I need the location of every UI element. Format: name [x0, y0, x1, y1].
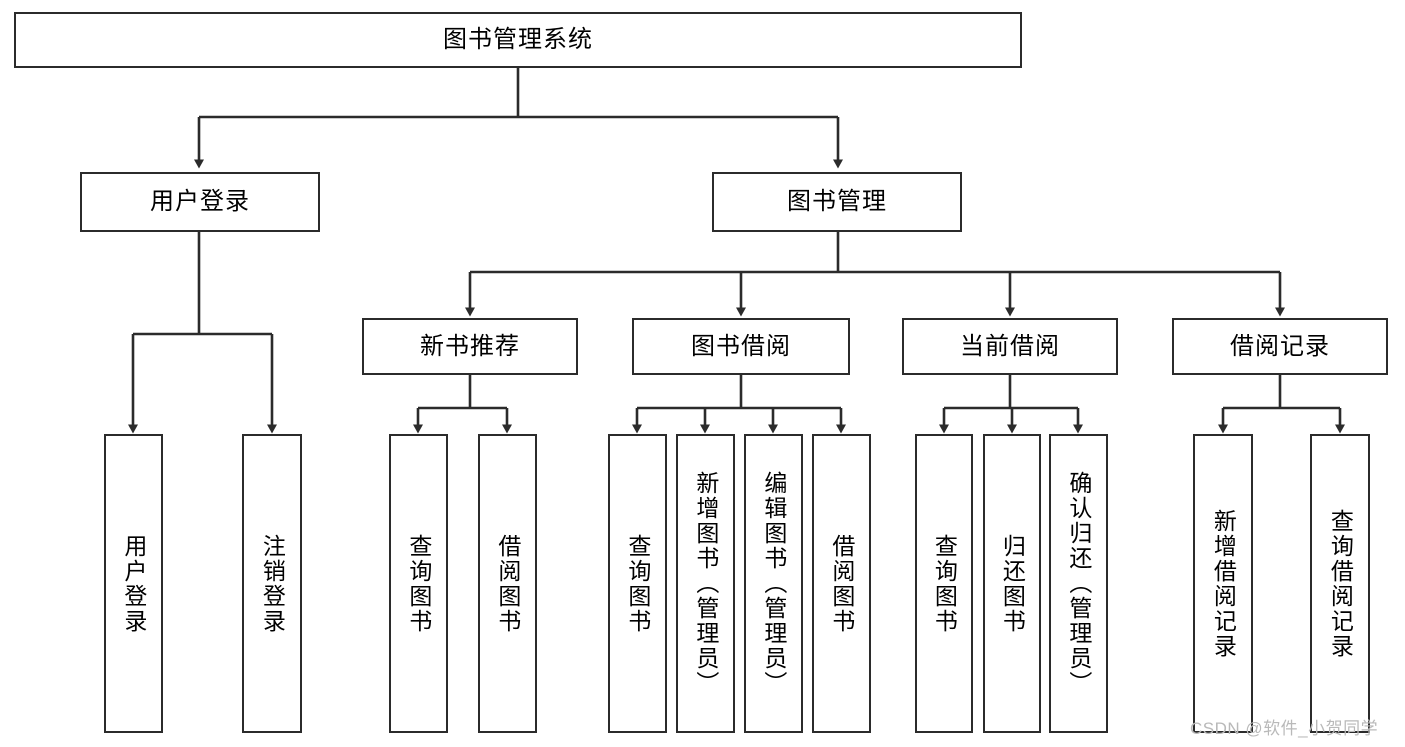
node-leaf-confirm-return-label: 确认归还（管理员）	[1065, 471, 1092, 696]
node-leaf-query-record[interactable]: 查询借阅记录	[1310, 434, 1370, 733]
node-leaf-add-record-label: 新增借阅记录	[1210, 508, 1237, 659]
node-leaf-edit-book-label: 编辑图书（管理员）	[760, 471, 787, 696]
node-leaf-query-book-1-label: 查询图书	[405, 533, 432, 634]
node-book-management[interactable]: 图书管理	[712, 172, 962, 232]
node-leaf-return-book-label: 归还图书	[999, 533, 1026, 634]
node-leaf-borrow-book-1[interactable]: 借阅图书	[478, 434, 537, 733]
node-borrow-record[interactable]: 借阅记录	[1172, 318, 1388, 375]
node-leaf-query-book-1[interactable]: 查询图书	[389, 434, 448, 733]
node-root[interactable]: 图书管理系统	[14, 12, 1022, 68]
node-leaf-borrow-book-2[interactable]: 借阅图书	[812, 434, 871, 733]
node-book-borrow[interactable]: 图书借阅	[632, 318, 850, 375]
node-leaf-add-book-label: 新增图书（管理员）	[692, 471, 719, 696]
node-leaf-logout-login-label: 注销登录	[259, 533, 286, 634]
node-leaf-user-login[interactable]: 用户登录	[104, 434, 163, 733]
node-new-book-recommend[interactable]: 新书推荐	[362, 318, 578, 375]
node-user-login[interactable]: 用户登录	[80, 172, 320, 232]
node-leaf-confirm-return[interactable]: 确认归还（管理员）	[1049, 434, 1108, 733]
node-book-borrow-label: 图书借阅	[691, 332, 791, 360]
node-leaf-add-record[interactable]: 新增借阅记录	[1193, 434, 1253, 733]
node-root-label: 图书管理系统	[443, 26, 593, 54]
node-leaf-borrow-book-2-label: 借阅图书	[828, 533, 855, 634]
node-leaf-query-book-2-label: 查询图书	[624, 533, 651, 634]
node-leaf-query-book-3[interactable]: 查询图书	[915, 434, 973, 733]
node-leaf-user-login-label: 用户登录	[120, 533, 147, 634]
node-leaf-query-record-label: 查询借阅记录	[1327, 508, 1354, 659]
node-leaf-borrow-book-1-label: 借阅图书	[494, 533, 521, 634]
node-leaf-logout-login[interactable]: 注销登录	[242, 434, 302, 733]
node-user-login-label: 用户登录	[150, 188, 250, 216]
node-leaf-query-book-3-label: 查询图书	[931, 533, 958, 634]
node-borrow-record-label: 借阅记录	[1230, 332, 1330, 360]
node-leaf-add-book[interactable]: 新增图书（管理员）	[676, 434, 735, 733]
node-current-borrow-label: 当前借阅	[960, 332, 1060, 360]
node-new-book-recommend-label: 新书推荐	[420, 332, 520, 360]
node-current-borrow[interactable]: 当前借阅	[902, 318, 1118, 375]
node-leaf-return-book[interactable]: 归还图书	[983, 434, 1041, 733]
node-leaf-query-book-2[interactable]: 查询图书	[608, 434, 667, 733]
node-book-management-label: 图书管理	[787, 188, 887, 216]
node-leaf-edit-book[interactable]: 编辑图书（管理员）	[744, 434, 803, 733]
